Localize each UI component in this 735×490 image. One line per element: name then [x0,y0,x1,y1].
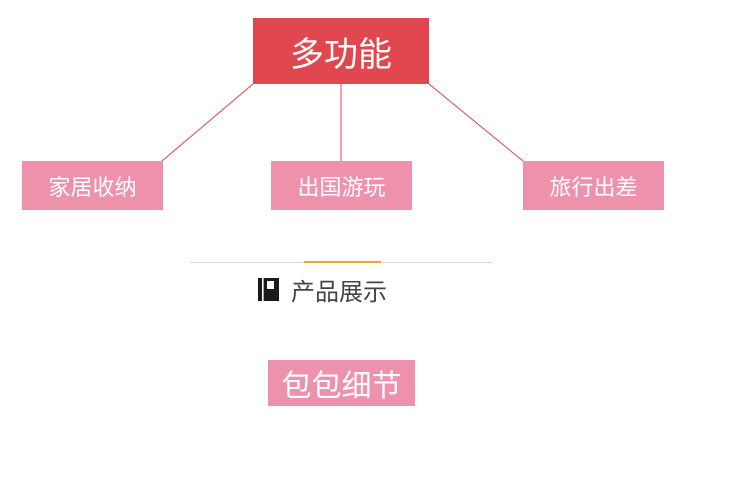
section-title: 产品展示 [291,277,387,306]
section-divider-accent [304,261,381,263]
connector-line-right [428,83,524,162]
book-icon [258,277,279,301]
connector-line-left [161,83,254,162]
diagram-child-node-home-storage: 家居收纳 [22,161,163,210]
detail-tag: 包包细节 [268,360,415,406]
diagram-child-node-business-trip: 旅行出差 [523,161,664,210]
section-heading: 产品展示 [258,274,387,306]
diagram-child-node-overseas-travel: 出国游玩 [271,161,412,210]
diagram-root-node: 多功能 [253,18,429,84]
